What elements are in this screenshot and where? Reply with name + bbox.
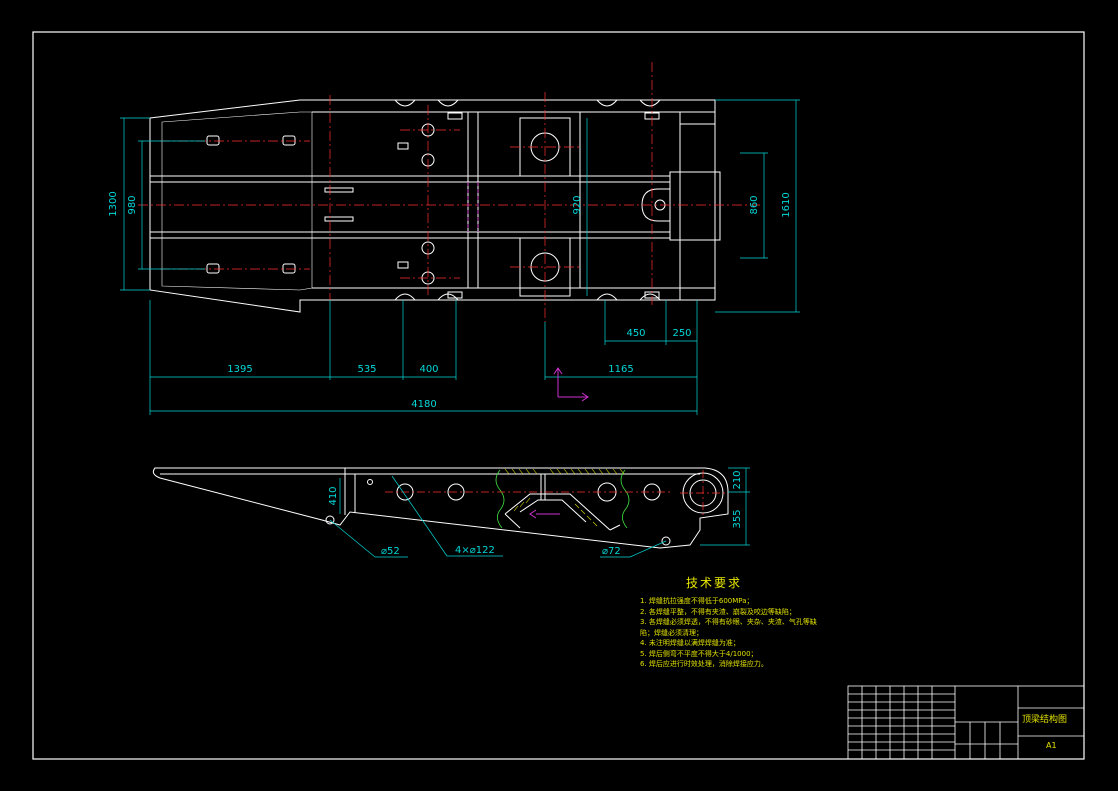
requirement-item: 1. 焊缝抗拉强度不得低于600MPa； xyxy=(640,597,754,605)
dim-phi72: ⌀72 xyxy=(602,546,621,557)
top-view-outline xyxy=(149,99,716,313)
dim-860: 860 xyxy=(749,195,760,214)
requirement-item: 6. 焊后应进行时效处理，消除焊接应力。 xyxy=(640,660,768,668)
side-view-hidden xyxy=(529,509,560,519)
dim-phi52: ⌀52 xyxy=(381,546,400,557)
dim-355: 355 xyxy=(732,509,743,528)
technical-requirements-list: 1. 焊缝抗拉强度不得低于600MPa； 2. 各焊缝平整，不得有夹渣、崩裂及咬… xyxy=(640,596,820,670)
requirement-item: 2. 各焊缝平整，不得有夹渣、崩裂及咬边等缺陷； xyxy=(640,607,796,616)
dim-535: 535 xyxy=(357,364,376,375)
side-view-hatch xyxy=(504,468,625,527)
requirement-item: 5. 焊后侧弯不平度不得大于4/1000； xyxy=(640,649,758,658)
side-view xyxy=(152,467,729,549)
dim-4x-phi122: 4×⌀122 xyxy=(455,545,495,556)
dim-450: 450 xyxy=(626,328,645,339)
side-view-centerlines xyxy=(385,470,726,516)
title-block xyxy=(847,685,1085,760)
side-view-dimension-lines xyxy=(329,467,750,558)
dim-1395: 1395 xyxy=(227,364,252,375)
dim-4180: 4180 xyxy=(411,399,436,410)
dim-400: 400 xyxy=(419,364,438,375)
dim-410: 410 xyxy=(328,486,339,505)
dim-920: 920 xyxy=(572,195,583,214)
side-view-outline xyxy=(152,467,729,549)
technical-requirements-title: 技术要求 xyxy=(686,576,743,590)
side-view-dimension-text: 410 210 355 ⌀52 4×⌀122 ⌀72 xyxy=(328,470,743,557)
dim-980: 980 xyxy=(127,195,138,214)
side-view-break-lines xyxy=(495,469,630,529)
top-view-centerlines xyxy=(138,62,760,322)
outer-frame xyxy=(32,31,1085,760)
top-view-dimension-text: 1300 980 920 860 1610 450 250 1395 535 4… xyxy=(108,191,792,410)
dim-1610: 1610 xyxy=(781,192,792,217)
top-view xyxy=(149,99,721,313)
dim-1300: 1300 xyxy=(108,191,119,216)
dim-210: 210 xyxy=(732,470,743,489)
requirement-item: 4. 未注明焊缝以满焊焊缝为准； xyxy=(640,639,740,647)
dim-250: 250 xyxy=(672,328,691,339)
top-view-dimension-lines xyxy=(120,99,800,415)
top-view-hidden-lines xyxy=(467,182,479,232)
drawing-sheet-size: A1 xyxy=(1046,741,1057,750)
drawing-name: 顶梁结构图 xyxy=(1022,715,1068,725)
ucs-icon xyxy=(553,367,589,402)
requirement-item: 3. 各焊缝必须焊透，不得有砂眼、夹杂、夹渣、气孔等缺陷；焊缝必须清理； xyxy=(640,618,817,637)
dim-1165: 1165 xyxy=(608,364,633,375)
